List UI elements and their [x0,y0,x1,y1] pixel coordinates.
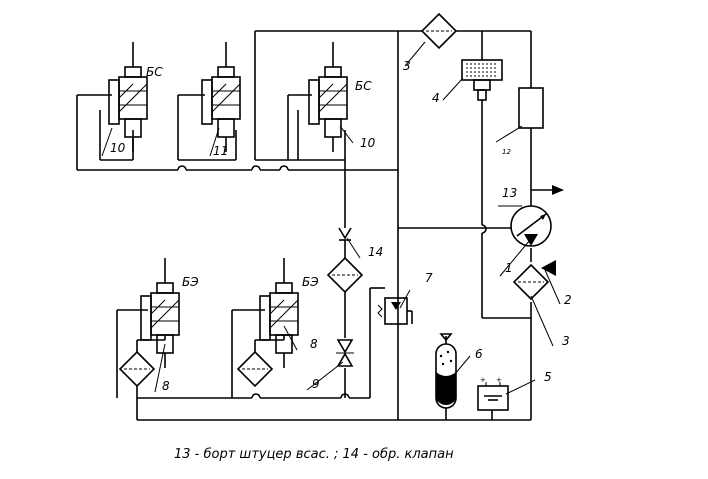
actuator-bs-middle [201,41,241,153]
label-9: 9 [312,377,320,391]
label-12: 12 [502,148,511,156]
pipe-network [76,30,532,421]
receiver-6 [435,333,457,409]
label-3-top: 3 [403,59,411,73]
label-13: 13 [502,186,517,200]
filter-top-3 [421,13,457,49]
filter-bottom-3 [513,264,549,300]
label-bs-right: БС [355,79,372,93]
label-1: 1 [505,261,513,275]
label-14: 14 [368,245,383,259]
label-6: 6 [475,347,483,361]
label-be-left: БЭ [182,275,199,289]
label-4: 4 [432,91,440,105]
svg-text:+: + [496,376,502,384]
valve-7 [377,297,413,325]
valve-9 [336,339,354,367]
label-8-right: 8 [310,337,318,351]
label-8-left: 8 [162,379,170,393]
label-10-right: 10 [360,136,376,150]
outlet-13-arrow [531,185,564,195]
label-be-right: БЭ [302,275,319,289]
label-11: 11 [213,144,228,158]
label-7: 7 [425,271,433,285]
label-2: 2 [564,293,572,307]
label-5: 5 [544,370,552,384]
leader-lines [101,41,561,395]
actuator-bs-right [308,41,348,153]
caption: 13 - борт штуцер всас. ; 14 - обр. клапа… [174,447,454,462]
unit-4 [461,59,503,101]
actuator-be-left [140,257,180,369]
battery-5: + + [477,376,509,411]
gauge-1 [510,205,552,247]
filter-right-be [237,351,273,387]
actuator-be-right [259,257,299,369]
svg-text:+: + [480,376,486,384]
check-valve-14 [338,227,352,241]
label-3-bottom: 3 [562,334,570,348]
label-bs-left: БС [146,65,163,79]
element-2 [541,260,556,276]
filter-left-be [119,351,155,387]
unit-12 [518,87,544,129]
filter-center [327,257,363,293]
label-10-left: 10 [110,141,126,155]
actuator-bs-left [108,41,148,153]
